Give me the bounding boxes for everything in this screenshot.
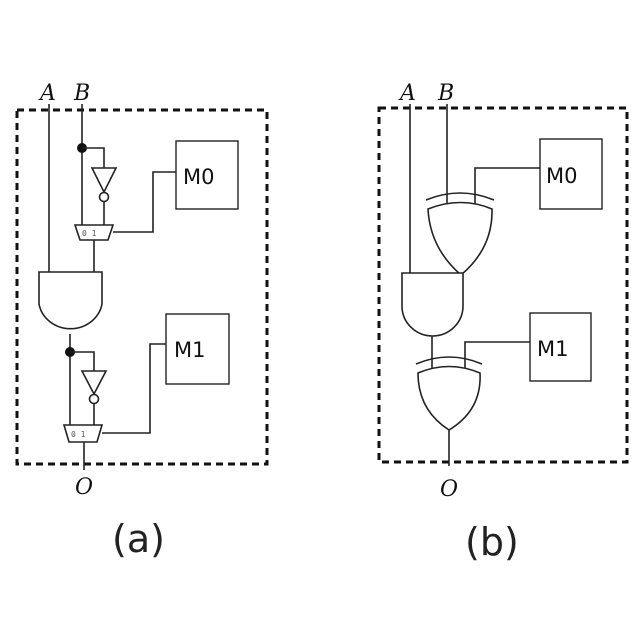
panel-a-not-gate-top [92, 168, 116, 225]
panel-b: A B M0 M1 O ( [379, 81, 627, 564]
panel-a-wire-m1-select [102, 344, 166, 433]
panel-a-not-gate-bottom [82, 371, 106, 425]
panel-a-input-b-label: B [73, 81, 90, 106]
panel-b-wire-m0 [475, 168, 540, 212]
panel-a-output-label: O [75, 475, 93, 500]
panel-a-and-gate [39, 272, 102, 329]
panel-b-output-label: O [440, 477, 458, 502]
panel-a-mux-bottom: 0 1 [64, 425, 102, 442]
panel-a-m1-label: M1 [174, 338, 205, 362]
panel-a-input-a-label: A [38, 81, 56, 106]
panel-a-mux-top-label: 0 1 [82, 229, 97, 238]
panel-a-m0-label: M0 [183, 165, 214, 189]
panel-b-xor-gate-top [426, 193, 494, 275]
panel-b-xor-gate-bottom [416, 357, 482, 430]
panel-b-and-gate [402, 273, 463, 336]
panel-b-wire-m1 [465, 342, 530, 372]
panel-a-wire-m0-select [113, 172, 176, 232]
panel-a: A B 0 1 M0 [17, 81, 267, 561]
panel-a-caption: (a) [112, 517, 165, 561]
panel-b-input-b-label: B [437, 81, 454, 106]
panel-a-mux-bottom-label: 0 1 [71, 430, 86, 439]
panel-b-input-a-label: A [398, 81, 416, 106]
panel-b-caption: (b) [465, 520, 519, 564]
panel-a-mux-top: 0 1 [75, 225, 113, 240]
panel-b-m1-label: M1 [537, 337, 568, 361]
panel-b-m0-label: M0 [546, 164, 577, 188]
